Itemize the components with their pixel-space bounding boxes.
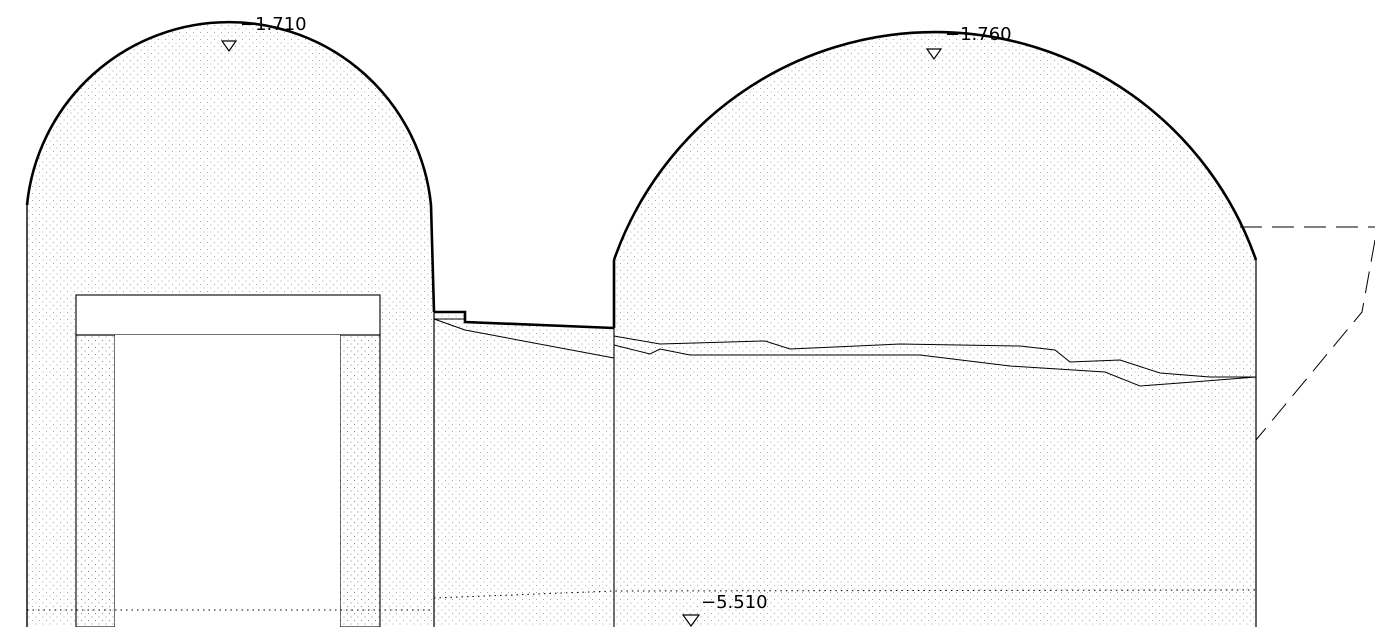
connecting-section-slope <box>433 318 615 359</box>
dashed-outer-profile <box>1240 226 1375 441</box>
door-jamb-right <box>339 334 381 627</box>
elevation-label-left: −1.710 <box>240 14 307 35</box>
elevation-label-bottom: −5.510 <box>701 592 768 613</box>
elevation-marker-right: −1.760 <box>925 24 1012 61</box>
elevation-label-right: −1.760 <box>945 24 1012 45</box>
connecting-section-top <box>434 310 615 330</box>
elevation-triangle-icon <box>681 614 701 627</box>
left-vault <box>25 20 436 627</box>
elevation-triangle-icon <box>925 48 943 61</box>
right-vault-arch <box>612 30 1258 261</box>
elevation-marker-left: −1.710 <box>220 14 307 53</box>
door-lintel <box>75 294 381 336</box>
left-vault-right-wall-upper <box>429 204 436 313</box>
interior-line-lower <box>613 344 1257 387</box>
door-frame <box>75 294 381 627</box>
interior-line-upper <box>613 335 1256 378</box>
connecting-section-fill <box>434 312 614 627</box>
left-vault-arch <box>25 20 433 206</box>
right-vault <box>612 30 1258 627</box>
right-vault-fill <box>614 32 1256 627</box>
connecting-section <box>433 310 615 627</box>
door-opening <box>115 335 340 627</box>
bottom-level-lines <box>27 589 1257 611</box>
elevation-marker-bottom: −5.510 <box>681 592 768 627</box>
elevation-triangle-icon <box>220 40 238 53</box>
door-jamb-left <box>75 334 116 627</box>
